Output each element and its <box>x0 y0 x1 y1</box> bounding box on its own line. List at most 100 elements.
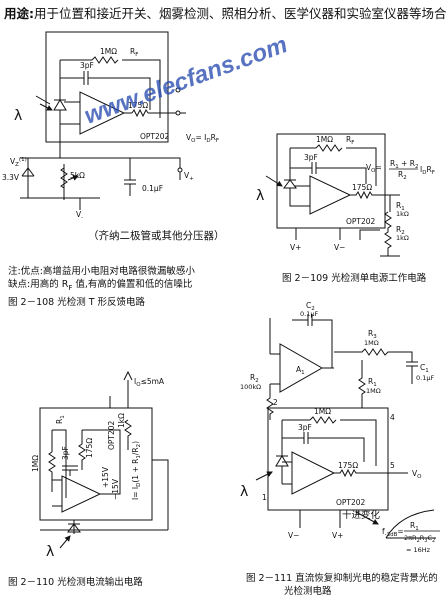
fig108-lambda: λ <box>14 108 22 124</box>
fig109-r1-label: R1 <box>396 201 405 212</box>
fig111-r1-value: 1MΩ <box>366 387 381 395</box>
fig111-c1-label: C1 <box>420 363 429 374</box>
fig111-r1-label: R1 <box>368 377 377 388</box>
fig111-c1 <box>406 361 418 384</box>
fig110-photodiode <box>67 520 81 534</box>
fig108-caption: 图 2－108 光检测 T 形反馈电路 <box>8 297 146 308</box>
fig111-r175-label: 175Ω <box>338 461 358 470</box>
fig109-divider <box>384 195 392 256</box>
fig111-rf-value: 1MΩ <box>314 407 331 416</box>
fig110-vminus-label: −15V <box>111 478 120 500</box>
fig108-pot <box>60 167 68 189</box>
fig111-pin1: 1 <box>262 493 267 502</box>
fig108-chip-label: OPT202 <box>140 132 170 141</box>
fig109-photodiode <box>283 168 297 207</box>
fig111-pin2: 2 <box>273 398 278 407</box>
fig108-package-box <box>45 31 169 143</box>
fig111-opamp-main <box>291 451 336 495</box>
fig108-cap <box>83 71 89 85</box>
fig109-r2-label: R2 <box>396 225 405 236</box>
fig111-package-box <box>267 407 389 511</box>
fig109-rf <box>315 144 343 152</box>
svg-text:R2: R2 <box>398 170 407 181</box>
fig111-caption-line-2: 光检测电路 <box>284 586 332 597</box>
page-usage-line: 用途:用于位置和接近开关、烟雾检测、照相分析、医学仪器和实验室仪器等场合。 <box>4 3 447 22</box>
svg-text:f-3dB=: f-3dB= <box>382 527 404 538</box>
fig-109-circuit <box>265 133 400 257</box>
fig111-chip-label: OPT202 <box>336 498 366 507</box>
fig-111-circuit <box>255 314 436 539</box>
fig109-rf-name: RF <box>346 135 354 146</box>
svg-text:IDRF: IDRF <box>420 165 435 176</box>
fig110-r-small <box>124 419 132 450</box>
fig109-opamp <box>309 175 352 215</box>
fig110-opamp <box>61 475 102 513</box>
fig110-cap-label: 3pF <box>61 446 70 460</box>
fig108-note-line-2: 缺点:用高的 RF 值,有高的偏置和低的信噪比 <box>8 279 193 292</box>
fig109-r2-value: 1kΩ <box>396 234 409 242</box>
fig108-vo-formula: VO= IDRF <box>186 133 219 144</box>
fig108-zener <box>21 158 35 198</box>
fig111-r1 <box>358 360 366 408</box>
fig111-r3-value: 1MΩ <box>364 339 379 347</box>
fig111-cap-label: 3pF <box>298 423 312 432</box>
fig111-r2-value: 100kΩ <box>240 383 261 391</box>
usage-text: 用于位置和接近开关、烟雾检测、照相分析、医学仪器和实验室仪器等场合。 <box>34 6 447 21</box>
fig108-r175-label: 175Ω <box>128 101 148 110</box>
fig111-response-curve <box>385 509 435 539</box>
fig111-r2-label: R2 <box>250 373 259 384</box>
site-watermark: www.elecfans.com <box>81 31 291 130</box>
fig110-output-arrow <box>123 370 133 396</box>
fig109-cap <box>289 148 367 184</box>
fig110-eq: I= ID(1 + R1/R2) <box>131 441 142 500</box>
fig109-vminus-label: V− <box>334 243 345 252</box>
fig108-vz-label: VZ(1) <box>10 157 27 168</box>
fig111-vplus-label: V+ <box>332 531 343 540</box>
fig110-caption: 图 2－110 光检测电流输出电路 <box>8 577 143 588</box>
fig111-vo-label: VO <box>412 469 422 480</box>
fig111-r2 <box>266 384 274 420</box>
fig108-pot-label: 5kΩ <box>70 171 85 180</box>
fig108-opamp <box>79 91 126 135</box>
fig111-fc-formula: f-3dB= R1 2πR2R3C2 = 16Hz <box>382 521 440 554</box>
fig111-a1-label: A1 <box>296 365 305 376</box>
fig110-rb-label: R1 <box>55 415 66 424</box>
fig111-c2-value: 0.1μF <box>300 310 318 318</box>
fig109-r175 <box>350 190 400 200</box>
svg-text:R1 + R2: R1 + R2 <box>390 159 418 170</box>
fig108-rf-name: RF <box>130 47 138 58</box>
fig108-rf-resistor <box>91 56 119 64</box>
fig111-r3-label: R3 <box>368 329 377 340</box>
fig108-cap-bypass <box>124 158 136 196</box>
fig-108-circuit <box>20 31 186 210</box>
fig110-vplus-label: +15V <box>101 466 110 488</box>
fig108-zener-label: 3.3V <box>2 173 20 182</box>
fig109-r1-value: 1kΩ <box>396 210 409 218</box>
svg-text:VO=: VO= <box>366 163 382 174</box>
fig111-rf <box>309 416 337 424</box>
fig110-package-box <box>39 407 153 521</box>
fig111-annotation: 十进变化 <box>342 509 381 521</box>
fig111-c2 <box>292 314 333 368</box>
fig111-photodiode <box>275 438 289 484</box>
fig110-rf-label: 1MΩ <box>31 455 40 472</box>
fig108-rf-value: 1MΩ <box>100 47 117 56</box>
fig109-r175-label: 175Ω <box>352 183 372 192</box>
svg-text:2πR2R3C2: 2πR2R3C2 <box>404 534 435 544</box>
fig109-lambda: λ <box>256 188 264 204</box>
fig108-note-line-1: 注:优点:高增益用小电阻对电路很微漏敏感小 <box>8 266 195 277</box>
fig111-cap <box>281 420 365 462</box>
fig110-cap <box>62 465 78 476</box>
fig111-pin4: 4 <box>390 413 395 422</box>
fig111-c2-label: C2 <box>306 301 315 312</box>
fig108-cap-bypass-label: 0.1μF <box>142 184 163 193</box>
fig110-io-label: IO≤5mA <box>134 377 165 388</box>
fig109-vplus-label: V+ <box>290 243 301 252</box>
fig111-pin5: 5 <box>390 461 395 470</box>
fig-110-circuit <box>39 370 169 549</box>
fig108-paren-note: （齐纳二极管或其他分压器） <box>88 230 225 242</box>
fig109-rf-value: 1MΩ <box>316 135 333 144</box>
usage-label: 用途: <box>4 6 34 21</box>
fig110-r175 <box>78 430 86 470</box>
fig111-caption-line-1: 图 2－111 直流恢复抑制光电的稳定背景光的 <box>246 573 438 584</box>
